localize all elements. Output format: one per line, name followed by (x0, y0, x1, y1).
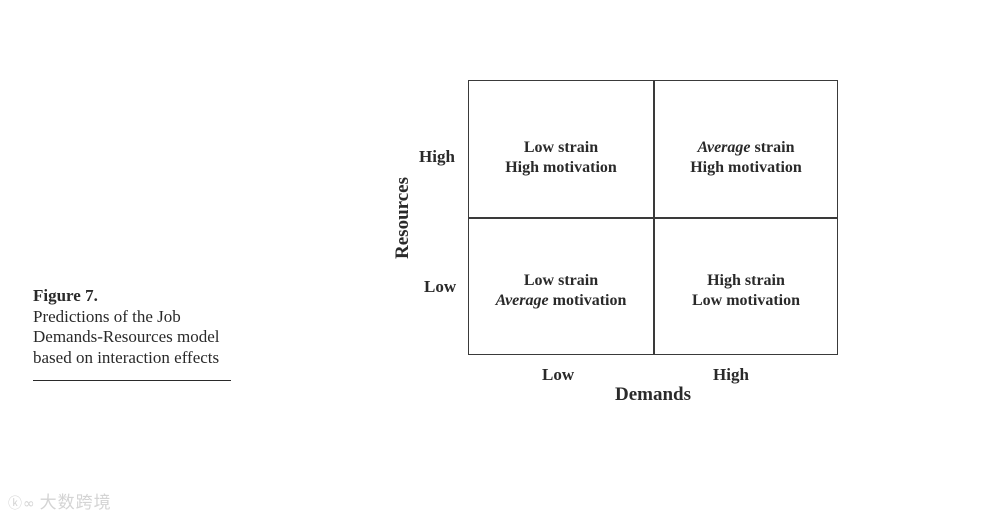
figure-description: Predictions of the Job Demands-Resources… (33, 306, 220, 367)
y-level-low: Low (424, 277, 457, 296)
x-level-low: Low (542, 365, 575, 384)
watermark-logo-icon: ⓚ∞ (8, 496, 36, 512)
watermark-text: 大数跨境 (39, 493, 112, 513)
y-level-high: High (419, 147, 455, 166)
x-axis-label: Demands (614, 384, 692, 405)
watermark: ⓚ∞大数跨境 (8, 488, 112, 513)
figure-caption: Figure 7. Predictions of the Job Demands… (33, 286, 233, 381)
cell-low-resources-low-demands: Low strain Average motivation (495, 272, 627, 309)
grid-horizontal-divider (469, 217, 837, 219)
cell-high-resources-low-demands: Low strain High motivation (505, 139, 617, 176)
figure-title: Figure 7. (33, 286, 98, 305)
quadrant-grid: Low strain High motivation Average strai… (468, 80, 838, 355)
y-axis-label: Resources (392, 177, 413, 259)
cell-low-resources-high-demands: High strain Low motivation (692, 272, 800, 309)
x-level-high: High (713, 365, 749, 384)
caption-rule (33, 380, 231, 381)
cell-high-resources-high-demands: Average strain High motivation (690, 139, 802, 176)
